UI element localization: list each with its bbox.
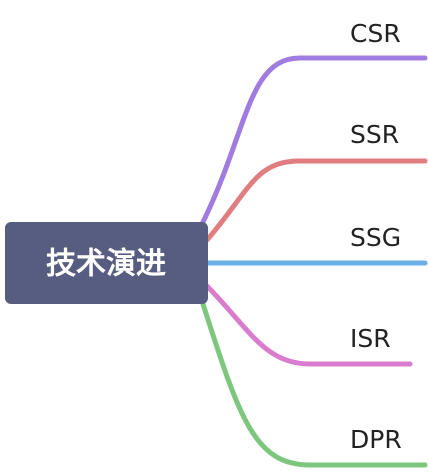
branch-lines [200,55,428,468]
branch-label-isr[interactable]: ISR [350,324,391,353]
branch-label-dpr[interactable]: DPR [350,425,402,454]
branch-label-ssg[interactable]: SSG [350,223,401,252]
branch-line-ssr [204,158,428,243]
root-node-label: 技术演进 [46,247,166,282]
branch-label-ssr[interactable]: SSR [350,120,399,149]
root-node[interactable]: 技术演进 [5,222,208,304]
branch-line-dpr [200,301,428,468]
branch-line-isr [204,283,413,367]
branch-label-csr[interactable]: CSR [350,19,401,48]
branch-labels: CSR SSR SSG ISR DPR [350,19,402,454]
root-node-box [5,222,208,304]
branch-line-csr [200,55,428,225]
